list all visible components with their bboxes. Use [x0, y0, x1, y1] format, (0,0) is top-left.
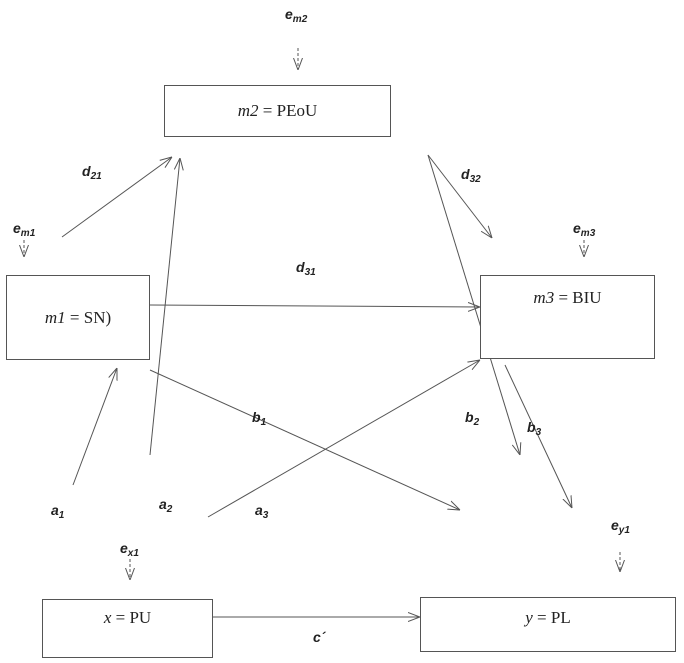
node-x-name: PU [129, 608, 152, 627]
label-em3-sub: m3 [580, 228, 596, 239]
arrow-a1 [72, 368, 117, 486]
node-y-var: y [525, 608, 533, 627]
label-b2: b2 [465, 410, 479, 428]
label-em3-base: e [573, 220, 581, 236]
label-b1-base: b [252, 409, 261, 425]
arrow-a2 [149, 158, 180, 456]
label-em3: em3 [573, 221, 595, 239]
label-b3: b3 [527, 420, 541, 438]
label-d21: d21 [82, 164, 102, 182]
arrow-d31 [149, 305, 480, 307]
node-x-eq: = [111, 608, 130, 627]
arrow-d21 [61, 157, 172, 238]
label-d31: d31 [296, 260, 316, 278]
label-d21-sub: 21 [90, 171, 102, 182]
label-d32-sub: 32 [469, 174, 481, 185]
arrow-d32 [427, 154, 492, 238]
label-d21-base: d [82, 163, 91, 179]
label-d31-sub: 31 [304, 267, 316, 278]
label-a1-sub: 1 [58, 510, 65, 521]
label-a1-base: a [51, 502, 59, 518]
node-m3: m3 = BIU [480, 275, 655, 359]
label-b3-sub: 3 [535, 427, 542, 438]
label-em1-base: e [13, 220, 21, 236]
node-m3-eq: = [554, 288, 573, 307]
node-m2-var: m2 [237, 101, 259, 120]
label-a3: a3 [255, 503, 268, 521]
label-d32-base: d [461, 166, 470, 182]
label-b1: b1 [252, 410, 266, 428]
label-a3-sub: 3 [262, 510, 269, 521]
node-m3-var: m3 [533, 288, 555, 307]
node-m2-name: PEoU [276, 101, 318, 120]
label-em2-sub: m2 [292, 14, 308, 25]
label-ex1-sub: x1 [127, 548, 139, 559]
label-c-text: c´ [313, 629, 326, 645]
label-a3-base: a [255, 502, 263, 518]
arrow-a3 [207, 360, 480, 518]
label-d32: d32 [461, 167, 481, 185]
label-ey1: ey1 [611, 518, 630, 536]
node-y-name: PL [550, 608, 571, 627]
label-em1: em1 [13, 221, 35, 239]
label-ex1-base: e [120, 540, 128, 556]
label-ey1-base: e [611, 517, 619, 533]
label-c-prime: c´ [313, 630, 325, 644]
node-y: y = PL [420, 597, 676, 652]
label-em2: em2 [285, 7, 307, 25]
node-x: x = PU [42, 599, 213, 658]
label-em2-base: e [285, 6, 293, 22]
arrow-b1 [149, 369, 460, 510]
node-m3-name: BIU [572, 288, 602, 307]
label-b1-sub: 1 [260, 417, 267, 428]
label-a2: a2 [159, 497, 172, 515]
arrow-b3 [504, 364, 572, 508]
label-a2-sub: 2 [166, 504, 173, 515]
label-a1: a1 [51, 503, 64, 521]
node-m1-eq: = [65, 307, 84, 327]
label-a2-base: a [159, 496, 167, 512]
node-x-var: x [103, 608, 112, 627]
label-ex1: ex1 [120, 541, 139, 559]
label-ey1-sub: y1 [618, 525, 630, 536]
node-m1-var: m1 [44, 307, 66, 327]
label-b3-base: b [527, 419, 536, 435]
node-m1-name: SN) [83, 307, 112, 327]
label-em1-sub: m1 [20, 228, 36, 239]
node-m2-eq: = [258, 101, 277, 120]
node-m1: m1 = SN) [6, 275, 150, 360]
node-m2: m2 = PEoU [164, 85, 391, 137]
node-y-eq: = [532, 608, 551, 627]
label-b2-base: b [465, 409, 474, 425]
label-b2-sub: 2 [473, 417, 480, 428]
label-d31-base: d [296, 259, 305, 275]
